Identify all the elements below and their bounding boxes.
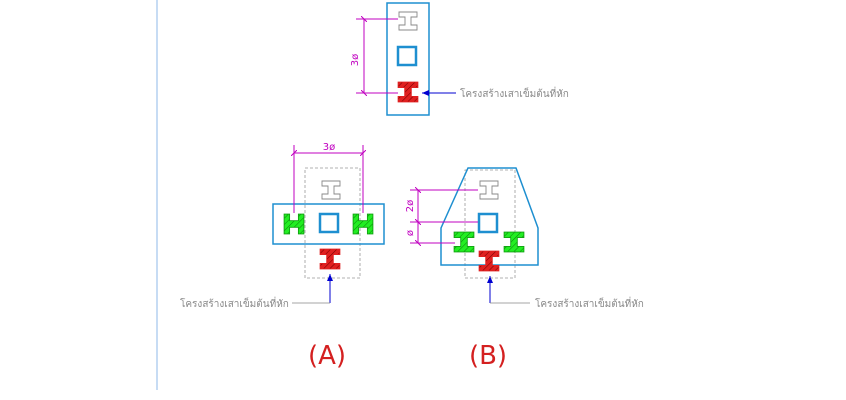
i-beam-icon [479,180,499,200]
detail-b: 2ø ø โครงสร้างเสาเข็มต้นที่หัก (B) [405,167,644,371]
square-pile-icon [318,212,340,234]
new-pile-right-icon [352,213,374,235]
b-pile-cap [440,167,539,266]
broken-pile-icon [319,248,341,270]
a-caption: (A) [308,341,346,371]
square-pile-icon [477,212,499,234]
broken-pile-icon [478,250,500,272]
new-pile-right-icon [503,231,525,253]
b-label: โครงสร้างเสาเข็มต้นที่หัก [535,296,644,310]
top-dimension-label: 3ø [350,54,361,66]
new-pile-left-icon [453,231,475,253]
a-dimension-label: 3ø [323,142,335,153]
top-detail: 3ø โครงสร้างเสาเข็มต้นที่หัก [350,2,569,116]
i-beam-icon [321,180,341,200]
a-pile-cap [272,203,385,245]
b-dimension-label-lower: ø [405,230,416,236]
square-pile-icon [396,45,418,67]
b-caption: (B) [469,341,507,371]
detail-a: 3ø โครงสร้างเสาเข็มต้นที่หัก (A) [180,142,385,371]
top-outline [386,2,430,116]
new-pile-left-icon [283,213,305,235]
b-dimension-label-upper: 2ø [405,200,416,212]
broken-pile-icon [397,81,419,103]
top-label: โครงสร้างเสาเข็มต้นที่หัก [460,86,569,100]
a-label: โครงสร้างเสาเข็มต้นที่หัก [180,296,289,310]
i-beam-icon [398,11,418,31]
